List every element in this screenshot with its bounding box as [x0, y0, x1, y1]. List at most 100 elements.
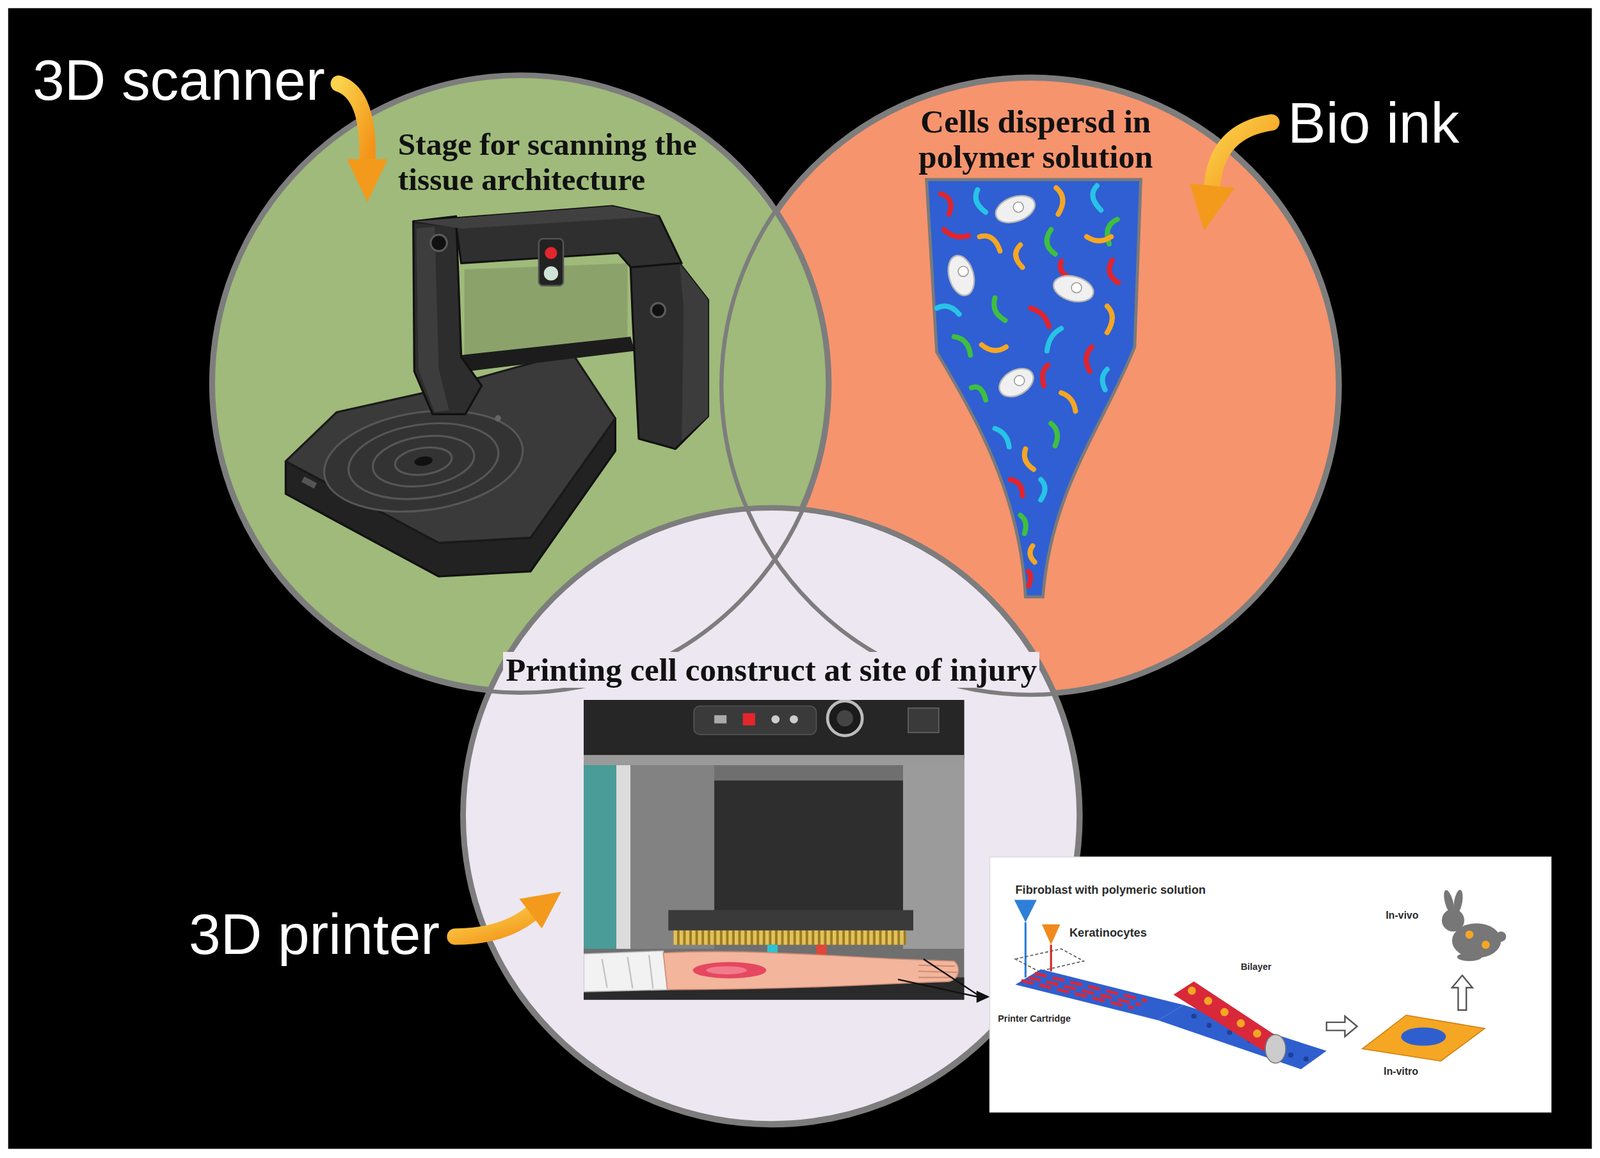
inset-illustration: [1326, 1016, 1358, 1037]
circle-shape: [462, 506, 1081, 1126]
text-holder: Bio ink: [1287, 94, 1523, 152]
venn-circle: 3D scannerStage for scanning the tissue …: [211, 74, 830, 693]
printer-illustration: [583, 755, 965, 766]
inset-illustration: [1024, 922, 1027, 978]
polymer-strand: [993, 298, 1005, 321]
inset-illustration: [1236, 1019, 1245, 1028]
inset-illustration: [1187, 986, 1197, 996]
scanner-illustration: [301, 476, 317, 489]
label-holder: Fibroblast with polymeric solution: [1015, 883, 1206, 897]
circle-caption: Stage for scanning the tissue architectu…: [398, 126, 735, 199]
polymer-strand: [1020, 515, 1026, 534]
printer-illustration: [616, 765, 631, 950]
scanner-illustration: [544, 247, 557, 260]
scanner-illustration: [393, 444, 454, 479]
polymer-strand: [1028, 571, 1031, 586]
printer-illustration: [714, 780, 904, 919]
polymer-strand: [1042, 365, 1049, 386]
scanner-illustration: [494, 415, 502, 422]
inset-illustration: [1441, 889, 1456, 916]
text-holder: Printing cell construct at site of injur…: [444, 652, 1098, 689]
scanner-illustration: [430, 234, 448, 252]
inset-illustration: [1028, 977, 1141, 1006]
inset-illustration: [990, 857, 1552, 1113]
polymer-strand: [954, 336, 971, 356]
polymer-strand: [1024, 449, 1034, 470]
cell-symbol: [1013, 202, 1024, 213]
inset-label: In-vitro: [1383, 1066, 1419, 1078]
printer-illustration: [908, 708, 939, 733]
inset-illustration: [1265, 1034, 1286, 1064]
printer-illustration: [771, 715, 780, 724]
printer-illustration: [668, 910, 914, 931]
inset-illustration: [1400, 1027, 1446, 1047]
circle-fill: [464, 508, 1079, 1124]
polymer-strand: [1030, 308, 1049, 328]
inset-illustration: [1465, 930, 1474, 939]
inset-label: Fibroblast with polymeric solution: [1015, 883, 1206, 897]
scanner-illustration: [630, 263, 708, 449]
inset-label: In-vivo: [1385, 910, 1419, 921]
inset-illustration: [1021, 973, 1147, 1008]
inset-illustration: [1014, 900, 1037, 923]
polymer-strand: [1056, 187, 1063, 214]
polymer-strand: [976, 190, 987, 213]
printer-illustration: [583, 700, 965, 760]
inset-illustration: [1481, 940, 1490, 950]
polymer-strand: [936, 305, 960, 315]
label-holder: Keratinocytes: [1069, 926, 1147, 940]
printer-illustration: [827, 701, 863, 736]
cell-symbol: [994, 362, 1039, 403]
cell-symbol: [1050, 272, 1097, 306]
printer-illustration: [789, 715, 799, 724]
polymer-strand: [971, 387, 986, 400]
printer-illustration: [583, 765, 617, 950]
inset-illustration: [1441, 889, 1506, 962]
inset-illustration: [1050, 945, 1053, 972]
cell-symbol: [1071, 282, 1082, 294]
label-holder: Bilayer: [1240, 961, 1272, 973]
venn-circle: Bio inkCells dispersd in polymer solutio…: [721, 76, 1340, 696]
inset-illustration: [1288, 1052, 1294, 1058]
inset-illustration: [1034, 973, 1147, 1001]
label-holder: Printer Cartridge: [997, 1013, 1071, 1025]
polymer-strand: [1040, 480, 1045, 501]
cell-symbol: [944, 190, 1097, 403]
polymer-strand: [1109, 260, 1119, 283]
polymer-strand: [1086, 236, 1112, 241]
scanner-illustration: [544, 266, 559, 281]
circle-heading: 3D scanner: [32, 51, 326, 109]
printer-illustration: [743, 713, 756, 726]
polymer-strand: [1061, 392, 1076, 412]
inset-illustration: [1041, 924, 1061, 946]
polymer-strand: [1092, 185, 1101, 210]
cell-symbol: [1014, 375, 1025, 386]
inset-illustration: [1362, 1015, 1485, 1062]
polymer-strand: [1086, 346, 1092, 372]
printer-illustration: [663, 951, 959, 991]
printer-illustration: [693, 962, 767, 980]
polymer-strand: [1015, 245, 1023, 268]
polymer-strand: [995, 428, 1010, 448]
inset-illustration: [1203, 997, 1213, 1006]
inset-illustration: [1303, 1056, 1309, 1062]
polymer-strand: [1050, 423, 1058, 447]
polymer-strand: [944, 229, 969, 237]
scanner-illustration: [538, 238, 564, 286]
inset-illustration: [1191, 1013, 1197, 1019]
polymer-strand: [1009, 480, 1023, 497]
circle-outline: [462, 507, 1081, 1126]
inset-illustration: [1021, 981, 1134, 1009]
inset-illustration: [1495, 931, 1506, 943]
black-panel: [8, 8, 1592, 1150]
cell-symbol: [992, 190, 1039, 228]
inset-label: Bilayer: [1240, 962, 1272, 973]
inset-illustration: [1015, 969, 1184, 1021]
polymer-strand: [1102, 369, 1108, 390]
inset-illustration: [1220, 1008, 1229, 1017]
circle-caption: Cells dispersd in polymer solution: [892, 104, 1179, 176]
scanner-illustration: [413, 455, 433, 468]
scanner-illustration: [343, 414, 504, 509]
